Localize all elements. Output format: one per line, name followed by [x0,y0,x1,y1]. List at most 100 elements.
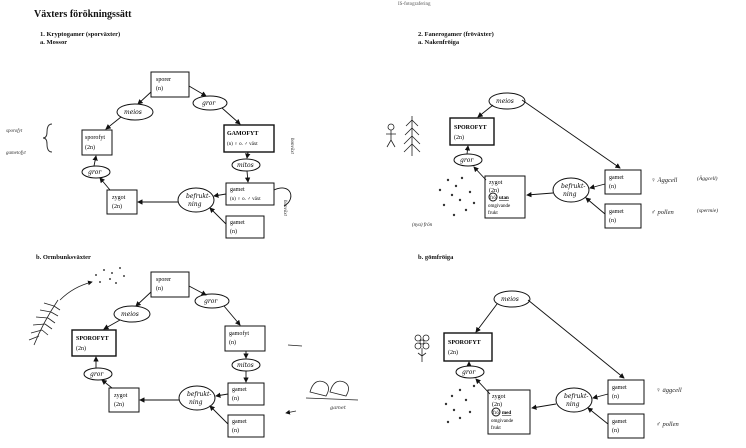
fern-fertilization-label-1: befrukt- [187,391,211,398]
gymno-seed-label: frö [490,196,496,201]
fertilization-label-1: befrukt- [186,193,210,200]
gymnosperm-cycle: meios SPOROFYT (2n) gror zygot (2n) frö … [386,92,718,229]
angio-sporophyte-label: SPOROFYT [448,340,481,346]
gymno-meios-oval [488,92,526,110]
top-right-note: IS-fotografering [398,2,431,7]
gymno-zygote-box [484,175,526,219]
fern-meios-label: meios [121,311,139,318]
gymno-surrounding-label: omgivande [488,204,511,209]
fern-gror-oval-2 [83,367,113,381]
zygote-label: zygot [112,195,126,201]
seed-dots [438,176,476,217]
gymno-sporophyte-box [449,117,495,146]
angiosperm-cycle: meios SPOROFYT (2n) gror zygot (2n) frö … [414,290,682,439]
angio-gamete-box-1 [607,379,645,405]
gamete-box-2 [225,215,265,239]
gror-oval-1 [192,95,228,111]
hand-note-gymno-egg-note: (Äggcell) [697,175,718,182]
section2b-label: b. gömfröiga [418,254,454,261]
gamete-2-label: gamet [230,220,245,226]
gymno-gamete-1-ploidy: (n) [609,183,616,190]
angio-hand-notes: ♀ äggcell ♂ pollen [656,387,682,428]
gametophyte-box [223,124,275,153]
fern-sporophyte-label: SPOROFYT [76,336,109,342]
angio-fertilization-label-1: befrukt- [564,393,588,400]
fern-gametophyte-box [224,325,266,352]
angio-meios-label: meios [501,296,519,303]
hand-note-angio-egg: ♀ äggcell [656,387,682,394]
angio-fertilization-label-2: ning [566,401,580,408]
fern-gror-label-1: gror [204,298,218,305]
gamete-1-ploidy: (n) ♀ o. ♂ växt [230,197,261,202]
angio-gamete-1-ploidy: (n) [612,393,619,400]
angio-surrounding-label: omgivande [491,419,514,424]
angio-seed-dots [444,384,476,424]
angio-zygote-label: zygot [492,394,506,400]
fertilization-label-2: ning [188,201,202,208]
section2-heading: 2. Fanerogamer (fröväxter) [418,31,494,38]
fern-gamete-1-label: gamet [232,387,247,393]
gymno-fruit-label: frukt [488,211,498,216]
fern-gamete-1-ploidy: (n) [232,395,239,402]
fern-meios-oval [113,305,151,323]
fern-cycle: sporer (n) meios SPOROFYT (2n) gror gamo… [28,267,359,438]
fern-gamete-box-2 [227,414,265,438]
section1b-label: b. Ormbunksväxter [36,254,91,261]
angio-with-label: med [502,411,511,416]
hand-note-honvaxt: honväxt [289,138,294,154]
fern-gametophyte-ploidy: (n) [229,339,236,346]
hand-note-new-seeds: (nya) frön [412,223,433,228]
angio-meios-oval [493,290,531,308]
angio-zygote-box [487,389,531,435]
fern-gror-label-2: gror [90,371,104,378]
mitos-label: mitos [237,162,254,169]
gametophyte-label: GAMOFYT [227,131,258,137]
gamete-2-ploidy: (n) [230,228,237,235]
mitos-oval [231,158,261,172]
fern-gamete-2-ploidy: (n) [232,427,239,434]
fern-zygote-label: zygot [114,393,128,399]
fern-gror-oval-1 [194,293,230,309]
zygote-box [106,189,138,215]
gymno-sporophyte-label: SPOROFYT [454,125,487,131]
angio-seed-circle [491,407,501,417]
fertilization-oval [177,187,215,213]
gymno-fertilization-oval [552,177,590,203]
hand-note-gymno-egg: ♀ Äggcell [651,177,678,184]
sporophyte-box [81,129,113,156]
angio-fruit-label: frukt [491,426,501,431]
page-title: Växters förökningssätt [34,9,132,20]
fern-mitos-label: mitos [237,362,254,369]
section2a-label: a. Nakenfröiga [418,39,460,46]
moss-arrows [92,85,292,225]
section1a-label: a. Mossor [40,39,68,46]
hand-note-gymno-pollen-note: (spermie) [697,207,718,214]
hand-note-gymno-pollen: ♂ pollen [651,209,674,216]
moss-margin-notes: sporofyt gametofyt honväxt hanväxt [6,123,294,216]
gymno-gamete-2-ploidy: (n) [609,217,616,224]
hand-note-gamet: gamet [330,405,347,411]
fern-spores-label: sporer [156,277,171,283]
gror-label-1: gror [202,100,216,107]
gymno-gamete-box-1 [604,169,642,195]
angio-gamete-box-2 [607,413,645,439]
gymno-tree-sketch [386,116,421,156]
fern-fertilization-oval [178,385,216,411]
gymno-zygote-label: zygot [489,180,503,186]
meios-oval [116,103,154,121]
meios-label: meios [124,109,142,116]
gymno-gror-label: gror [460,157,474,164]
fern-gametophyte-label: gamofyt [229,330,249,337]
angio-arrows [466,299,625,425]
angio-gror-label: gror [462,369,476,376]
gror-label-2: gror [88,169,102,176]
gymno-gamete-box-2 [604,203,642,229]
section1-heading: 1. Kryptogamer (sporväxter) [40,31,121,38]
hand-note-gametofyt: gametofyt [6,151,26,156]
fern-leaf-sketch [28,280,93,346]
prothallium-sketch [285,344,359,415]
moss-cycle: sporer (n) meios sporofyt (2n) gror GAMO… [6,71,294,239]
gymno-fertilization-label-1: befrukt- [561,183,585,190]
fern-fertilization-label-2: ning [189,399,203,406]
fern-arrows [93,285,249,425]
